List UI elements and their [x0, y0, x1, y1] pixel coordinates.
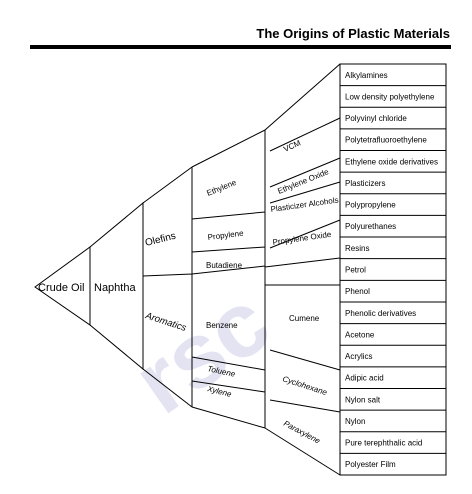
source-label: Crude Oil [38, 282, 84, 294]
product-label: Low density polyethylene [345, 92, 435, 101]
product-label: Pure terephthalic acid [345, 439, 422, 448]
product-label: Phenolic derivatives [345, 309, 416, 318]
ethylene-label: Ethylene [205, 178, 238, 198]
butadiene-label: Butadiene [206, 261, 243, 270]
naphtha-shape [89, 201, 144, 371]
product-label: Phenol [345, 287, 370, 296]
plasticizer-alcohols-label: Plasticizer Alcohols [270, 196, 339, 214]
product-label: Polyvinyl chloride [345, 114, 407, 123]
cyclohexane-label: Cyclohexane [281, 374, 328, 397]
crude-oil-shape [34, 246, 91, 326]
product-label: Adipic acid [345, 374, 384, 383]
watermark: rsc [116, 270, 288, 433]
cumene-label: Cumene [289, 314, 320, 323]
stage2-shape [142, 166, 193, 408]
paraxylene-label: Paraxylene [282, 419, 322, 446]
product-label: Polyester Film [345, 460, 396, 469]
product-label: Polyurethanes [345, 222, 396, 231]
product-label: Polytetrafluoroethylene [345, 136, 427, 145]
propylene-oxide-label: Propylene Oxide [272, 230, 332, 247]
product-label: Alkylamines [345, 71, 388, 80]
product-label: Petrol [345, 266, 366, 275]
title-rule [30, 45, 451, 49]
benzene-label: Benzene [206, 321, 238, 330]
products-box [339, 63, 447, 476]
page-title: The Origins of Plastic Materials [256, 26, 450, 41]
product-label: Ethylene oxide derivatives [345, 157, 438, 166]
stage3-shape [191, 129, 266, 429]
product-label: Resins [345, 244, 369, 253]
product-label: Nylon [345, 417, 365, 426]
stage4-shape [264, 63, 341, 476]
vcm-label: VCM [282, 138, 302, 154]
product-label: Plasticizers [345, 179, 385, 188]
product-label: Acrylics [345, 352, 373, 361]
product-label: Polypropylene [345, 201, 396, 210]
olefins-label: Olefins [144, 231, 177, 249]
product-label: Acetone [345, 330, 375, 339]
product-label: Nylon salt [345, 395, 381, 404]
propylene-label: Propylene [207, 229, 244, 242]
naphtha-label: Naphtha [94, 282, 136, 294]
